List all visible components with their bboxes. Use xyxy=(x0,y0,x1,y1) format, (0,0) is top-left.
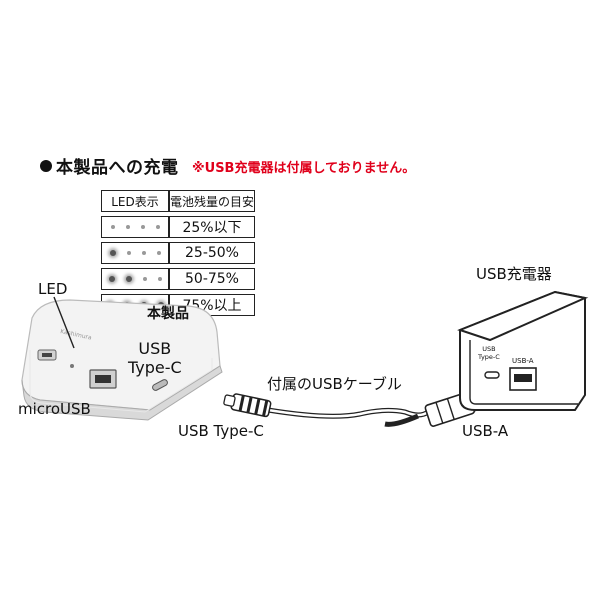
micro-usb-label: microUSB xyxy=(18,400,91,418)
section-title: 本製品への充電 xyxy=(40,153,179,178)
led-off-icon xyxy=(126,251,131,255)
charger-usb-a-port-label: USB-A xyxy=(512,357,534,365)
led-off-icon xyxy=(155,225,160,229)
charger-label: USB充電器 xyxy=(476,265,552,283)
led-pattern-cell xyxy=(101,268,169,290)
led-on-icon xyxy=(108,276,115,282)
led-table-header: LED表示 電池残量の目安 xyxy=(101,190,255,212)
level-column-header: 電池残量の目安 xyxy=(169,190,255,212)
led-off-icon xyxy=(141,251,146,255)
bullet-icon xyxy=(40,160,52,172)
led-off-icon xyxy=(142,277,147,281)
led-indicator-light xyxy=(70,364,74,368)
usb-charger-illustration xyxy=(457,290,589,411)
led-table-row: 25-50% xyxy=(101,242,255,264)
charger-type-c-port xyxy=(484,371,500,379)
power-bank-illustration: Kashimura xyxy=(21,299,223,421)
led-pointer-line xyxy=(53,296,75,349)
led-label: LED xyxy=(38,280,68,298)
section-title-text: 本製品への充電 xyxy=(56,158,179,178)
led-pattern-cell xyxy=(101,216,169,238)
charger-not-included-note: ※USB充電器は付属しておりません。 xyxy=(192,161,416,176)
led-off-icon xyxy=(157,277,162,281)
led-off-icon xyxy=(140,225,145,229)
type-c-port xyxy=(152,379,168,391)
type-c-connector xyxy=(223,393,272,418)
led-on-icon xyxy=(109,250,116,256)
cable-type-c-end-label: USB Type-C xyxy=(178,422,264,440)
charger-type-c-port-label: USB Type-C xyxy=(478,345,500,361)
led-off-icon xyxy=(125,225,130,229)
led-table-row: 50-75% xyxy=(101,268,255,290)
battery-level-cell: 25%以下 xyxy=(169,216,255,238)
led-off-icon xyxy=(110,225,115,229)
led-column-header: LED表示 xyxy=(101,190,169,212)
product-label: 本製品 xyxy=(147,306,189,322)
cable-usb-a-end-label: USB-A xyxy=(462,422,509,440)
led-off-icon xyxy=(156,251,161,255)
battery-level-cell: 50-75% xyxy=(169,268,255,290)
led-on-icon xyxy=(125,276,132,282)
led-table-row: 25%以下 xyxy=(101,216,255,238)
usb-type-c-port-label: USB Type-C xyxy=(128,339,182,377)
battery-level-cell: 25-50% xyxy=(169,242,255,264)
cable-label: 付属のUSBケーブル xyxy=(267,375,402,393)
led-pattern-cell xyxy=(101,242,169,264)
